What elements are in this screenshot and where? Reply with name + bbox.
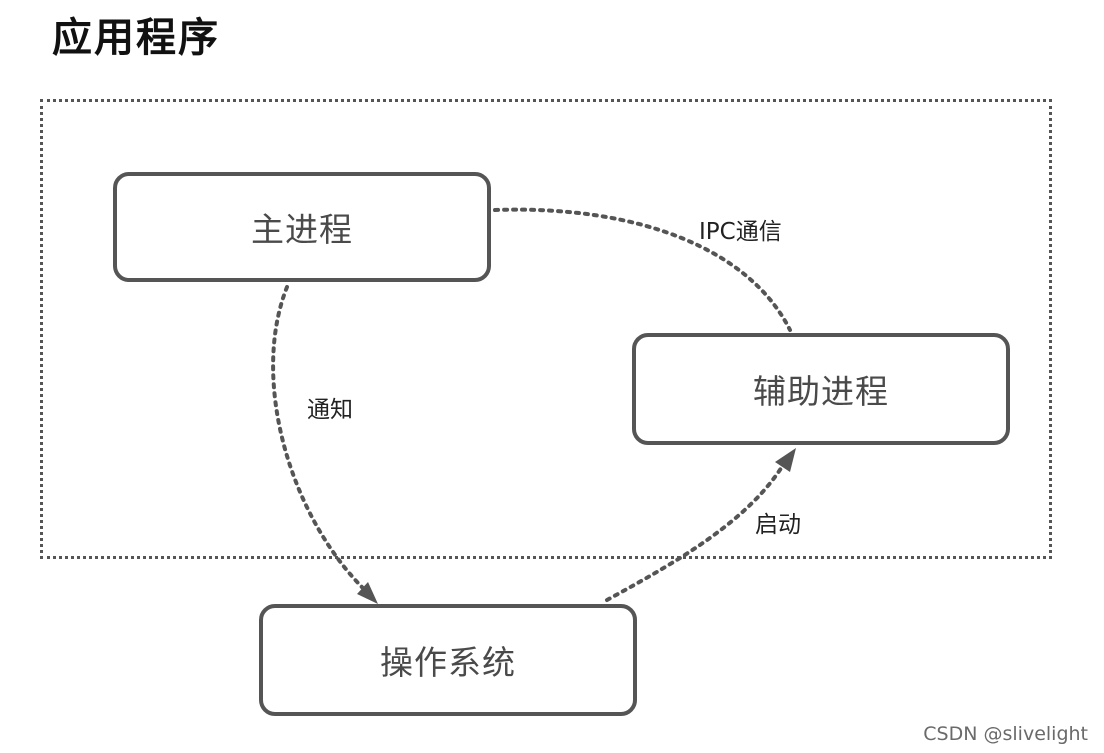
ipc-label: IPC通信 — [699, 219, 782, 245]
notify-label: 通知 — [307, 397, 353, 423]
main-process-label: 主进程 — [251, 210, 353, 249]
edge-ipc — [493, 207, 792, 332]
operating-system-node: 操作系统 — [259, 604, 637, 716]
edge-start — [605, 460, 787, 602]
application-boundary — [40, 99, 1052, 559]
diagram-title: 应用程序 — [52, 15, 220, 61]
edge-start-arrowhead — [775, 448, 796, 472]
edge-notify-arrowhead — [357, 582, 378, 604]
helper-process-node: 辅助进程 — [632, 333, 1010, 445]
start-label: 启动 — [755, 512, 801, 538]
helper-process-label: 辅助进程 — [753, 372, 889, 411]
main-process-node: 主进程 — [113, 172, 491, 282]
edge-notify — [271, 285, 372, 597]
watermark: CSDN @slivelight — [923, 723, 1088, 745]
operating-system-label: 操作系统 — [380, 643, 516, 682]
